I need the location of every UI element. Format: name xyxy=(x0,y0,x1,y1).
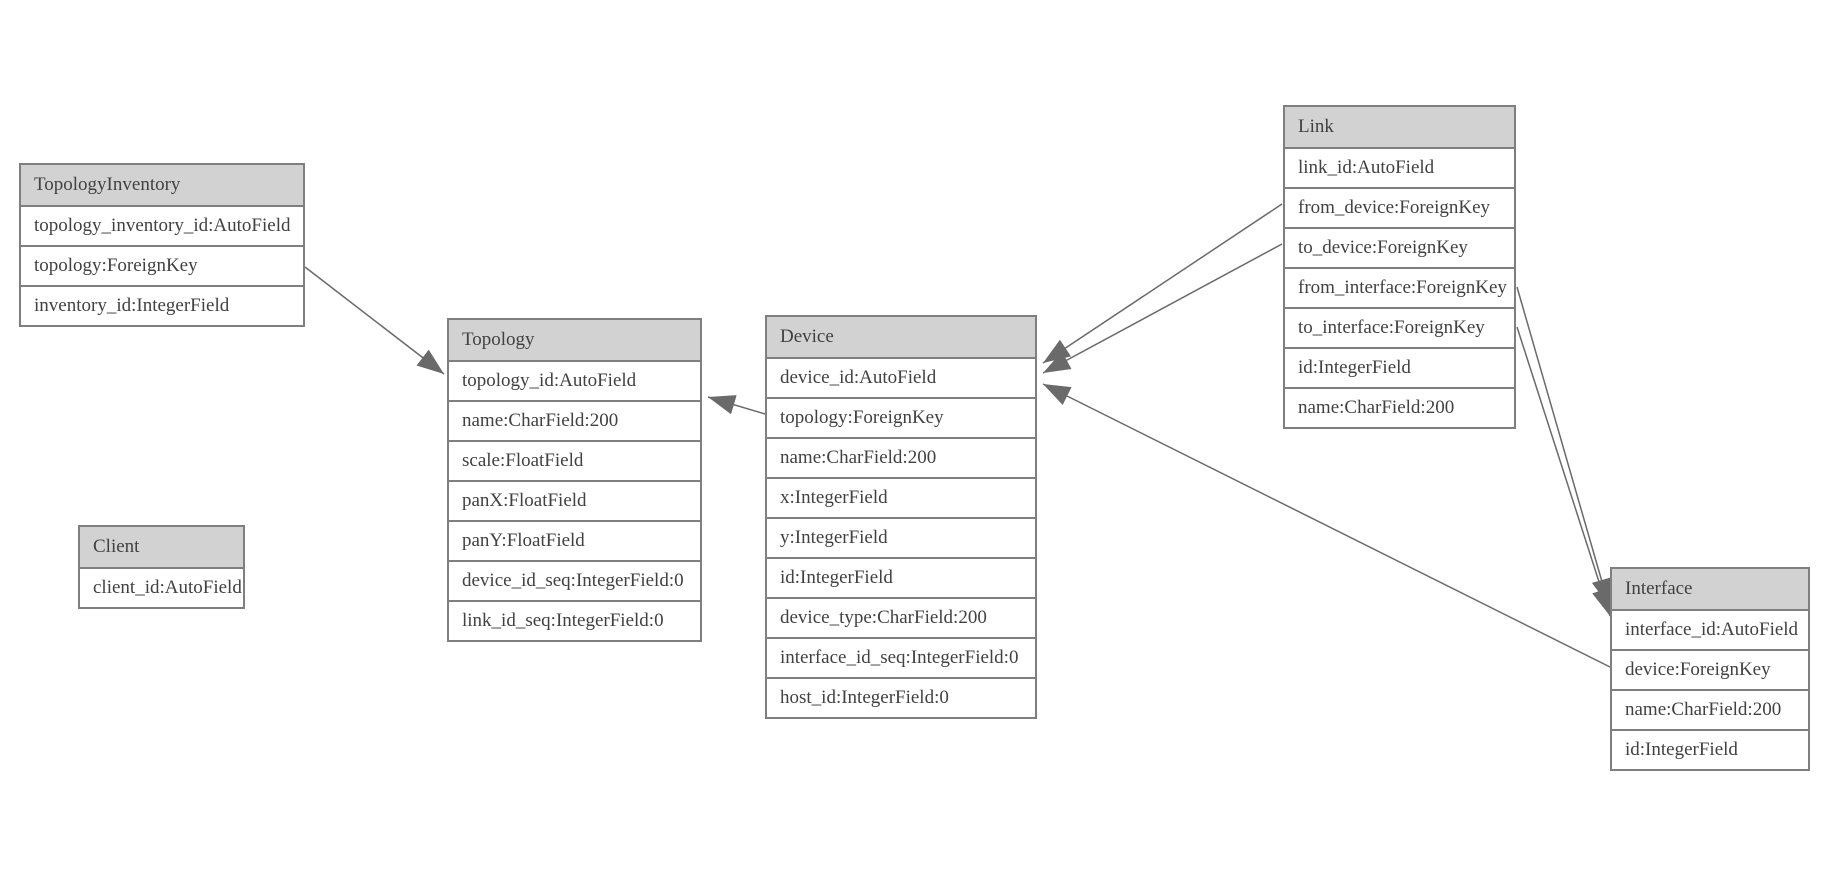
entity-field-row: host_id:IntegerField:0 xyxy=(767,677,1035,717)
entity-field-row: x:IntegerField xyxy=(767,477,1035,517)
entity-title-interface: Interface xyxy=(1612,569,1808,609)
entity-field-row: device:ForeignKey xyxy=(1612,649,1808,689)
entity-field-row: client_id:AutoField xyxy=(80,567,243,607)
entity-field-row: topology:ForeignKey xyxy=(21,245,303,285)
entity-field-row: interface_id_seq:IntegerField:0 xyxy=(767,637,1035,677)
entity-field-row: id:IntegerField xyxy=(1612,729,1808,769)
entity-field-row: from_device:ForeignKey xyxy=(1285,187,1514,227)
edge-link-to_device-to-device xyxy=(1042,243,1283,374)
entity-field-row: id:IntegerField xyxy=(767,557,1035,597)
entity-field-row: panX:FloatField xyxy=(449,480,700,520)
entity-field-row: topology:ForeignKey xyxy=(767,397,1035,437)
entity-field-row: scale:FloatField xyxy=(449,440,700,480)
edge-topologyinventory-topology-to-topology xyxy=(304,266,445,375)
entity-field-row: link_id:AutoField xyxy=(1285,147,1514,187)
entity-title-link: Link xyxy=(1285,107,1514,147)
entity-title-client: Client xyxy=(80,527,243,567)
entity-field-row: topology_inventory_id:AutoField xyxy=(21,205,303,245)
entity-field-row: inventory_id:IntegerField xyxy=(21,285,303,325)
entity-field-row: name:CharField:200 xyxy=(1612,689,1808,729)
entity-title-topologyinventory: TopologyInventory xyxy=(21,165,303,205)
entity-field-row: to_interface:ForeignKey xyxy=(1285,307,1514,347)
entity-field-row: name:CharField:200 xyxy=(449,400,700,440)
entity-field-row: name:CharField:200 xyxy=(1285,387,1514,427)
entity-field-row: device_type:CharField:200 xyxy=(767,597,1035,637)
entity-field-row: y:IntegerField xyxy=(767,517,1035,557)
edge-link-from_device-to-device xyxy=(1042,203,1283,364)
entity-field-row: interface_id:AutoField xyxy=(1612,609,1808,649)
entity-title-device: Device xyxy=(767,317,1035,357)
edge-link-from_interface-to-interface xyxy=(1516,286,1612,607)
entity-field-row: device_id_seq:IntegerField:0 xyxy=(449,560,700,600)
edge-link-to_interface-to-interface xyxy=(1516,326,1612,617)
edge-interface-device-to-device xyxy=(1042,383,1611,668)
entity-field-row: device_id:AutoField xyxy=(767,357,1035,397)
entity-field-row: topology_id:AutoField xyxy=(449,360,700,400)
entity-field-row: id:IntegerField xyxy=(1285,347,1514,387)
entity-field-row: name:CharField:200 xyxy=(767,437,1035,477)
edge-device-topology-to-topology xyxy=(707,395,766,415)
entity-field-row: to_device:ForeignKey xyxy=(1285,227,1514,267)
entity-field-row: from_interface:ForeignKey xyxy=(1285,267,1514,307)
entity-field-row: panY:FloatField xyxy=(449,520,700,560)
entity-title-topology: Topology xyxy=(449,320,700,360)
entity-field-row: link_id_seq:IntegerField:0 xyxy=(449,600,700,640)
